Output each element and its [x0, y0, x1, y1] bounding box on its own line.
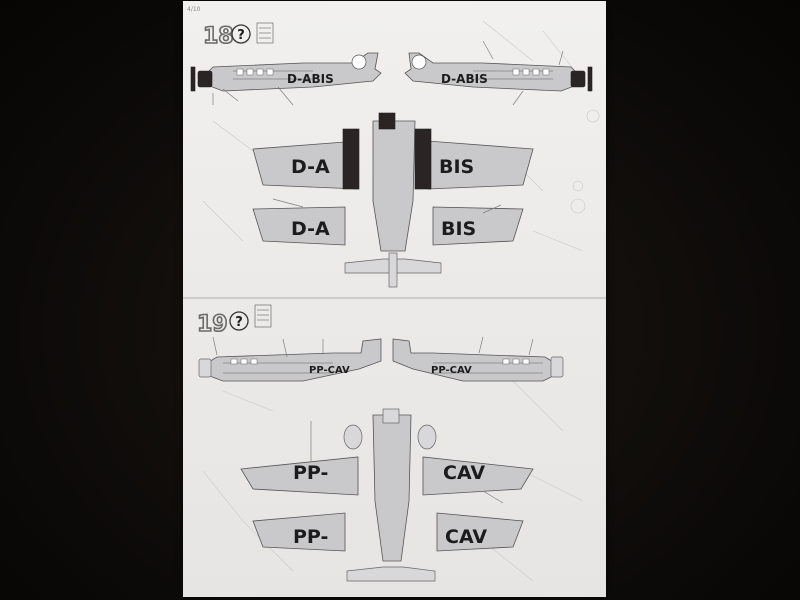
- help-icon: [229, 311, 249, 331]
- registration-side-left: D-ABIS: [287, 72, 334, 86]
- registration-wing-top-right: CAV: [443, 462, 485, 484]
- ghost-lines: [202, 20, 600, 582]
- page-number: 4/10: [187, 6, 201, 13]
- help-icon: [231, 24, 251, 44]
- registration-wing-bottom-right: BIS: [441, 218, 476, 240]
- top-view: D-A BIS: [252, 112, 534, 288]
- side-view-right: D-ABIS: [404, 40, 593, 106]
- paint-code-icon: [256, 22, 274, 44]
- registration-wing-bottom-left: PP-: [293, 526, 328, 548]
- paint-code-icon: [254, 304, 272, 328]
- registration-side-right: D-ABIS: [441, 72, 488, 86]
- registration-wing-top-right: BIS: [439, 156, 474, 178]
- instruction-sheet-drawing: 4/10 18 ? D-AB: [183, 6, 606, 582]
- registration-wing-top-left: PP-: [293, 462, 328, 484]
- help-symbol: ?: [235, 315, 243, 330]
- step-18: 18 ? D-ABIS: [190, 22, 593, 288]
- registration-side-right: PP-CAV: [431, 365, 472, 376]
- registration-wing-bottom-left: D-A: [291, 218, 330, 240]
- wing-underside: D-A BIS: [252, 198, 524, 246]
- registration-side-left: PP-CAV: [309, 365, 350, 376]
- side-view-left: D-ABIS: [190, 52, 382, 106]
- step-number: 19: [197, 312, 228, 337]
- instruction-sheet: 4/10 18 ? D-AB: [183, 1, 606, 597]
- help-symbol: ?: [237, 28, 245, 43]
- side-view-left: PP-CAV: [198, 336, 382, 382]
- side-view-right: PP-CAV: [392, 336, 564, 382]
- step-19: 19 ? PP-CAV: [196, 304, 564, 582]
- step-number: 18: [203, 24, 234, 49]
- wing-underside: PP- CAV: [252, 512, 524, 552]
- registration-wing-bottom-right: CAV: [445, 526, 487, 548]
- top-view: PP- CAV: [240, 408, 534, 582]
- registration-wing-top-left: D-A: [291, 156, 330, 178]
